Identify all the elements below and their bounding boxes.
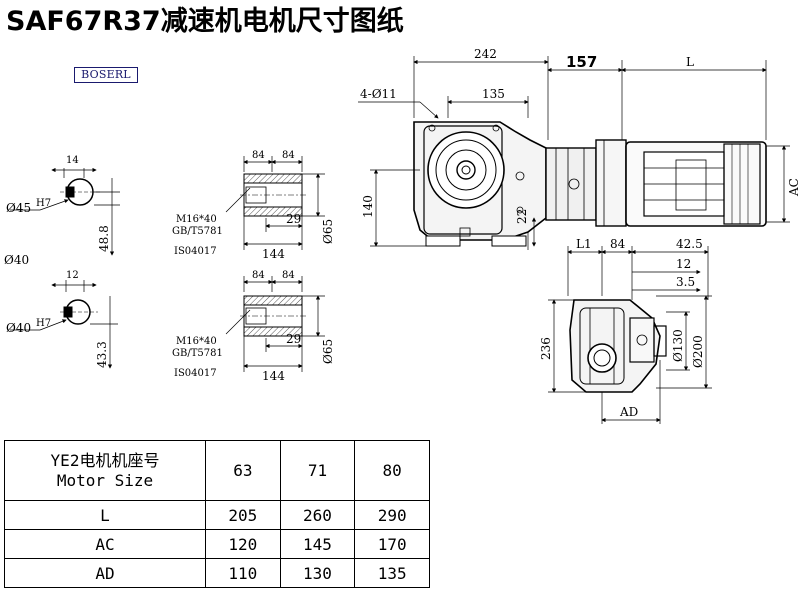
motor-size-table: YE2电机机座号 Motor Size 63 71 80 L 205 260 2… <box>4 440 430 588</box>
shaft3-width-label: 12 <box>66 270 79 281</box>
table-cell: 130 <box>279 558 356 588</box>
hub2-dia: Ø65 <box>321 339 335 364</box>
shaft1-depth-label: 48.8 <box>97 225 111 252</box>
end-d200: Ø200 <box>691 335 705 368</box>
brand-logo: BOSERL <box>74 67 138 83</box>
row-label-l: L <box>4 500 206 530</box>
main-dist: 135 <box>482 87 505 101</box>
shaft2-label: Ø40 <box>4 253 29 267</box>
hub1-d1: 84 <box>252 150 265 161</box>
technical-drawing: 14 Ø45 H7 48.8 Ø40 12 Ø40 H7 43.3 <box>4 47 800 424</box>
table-cell: 145 <box>279 529 356 559</box>
table-header-label: YE2电机机座号 Motor Size <box>4 440 206 501</box>
shaft3-dia-label: Ø40 <box>6 321 31 335</box>
table-cell: 205 <box>205 500 281 530</box>
shaft-section-2 <box>10 280 118 369</box>
hub1-thread: M16*40 <box>176 214 217 225</box>
shaft3-tol-label: H7 <box>36 318 51 329</box>
table-cell: 120 <box>205 529 281 559</box>
main-offset: 22 <box>515 209 529 224</box>
table-row: L 205 260 290 <box>4 500 430 530</box>
hub2-d1: 84 <box>252 270 265 281</box>
main-height: 140 <box>361 195 375 218</box>
table-row: AC 120 145 170 <box>4 529 430 559</box>
row-label-ad: AD <box>4 558 206 588</box>
end-view <box>548 246 712 424</box>
header-size-63: 63 <box>205 440 281 501</box>
hub2-d2: 84 <box>282 270 295 281</box>
main-width-total: 242 <box>474 47 497 61</box>
end-l1: L1 <box>576 237 592 251</box>
end-d12: 12 <box>676 257 691 271</box>
main-assembly-view <box>358 56 790 250</box>
end-d42: 42.5 <box>676 237 703 251</box>
hub-section-1 <box>225 156 325 250</box>
main-ac: AC <box>787 178 800 197</box>
table-cell: 110 <box>205 558 281 588</box>
table-cell: 170 <box>354 529 430 559</box>
hub1-std1: GB/T5781 <box>172 226 223 237</box>
end-d130: Ø130 <box>671 329 685 362</box>
end-ad: AD <box>619 405 638 419</box>
page-title: SAF67R37减速机电机尺寸图纸 <box>6 6 404 37</box>
hub2-len1: 29 <box>286 332 301 346</box>
hub2-thread: M16*40 <box>176 336 217 347</box>
header-size-71: 71 <box>279 440 356 501</box>
table-cell: 135 <box>354 558 430 588</box>
main-motor-length: L <box>686 55 694 69</box>
shaft1-width-label: 14 <box>66 155 79 166</box>
end-d35: 3.5 <box>676 275 695 289</box>
hub1-std2: IS04017 <box>174 246 217 257</box>
shaft1-tol-label: H7 <box>36 198 51 209</box>
main-holes: 4-Ø11 <box>360 87 397 101</box>
hub1-d2: 84 <box>282 150 295 161</box>
table-row: AD 110 130 135 <box>4 558 430 588</box>
main-gap: 157 <box>566 53 597 71</box>
end-d84: 84 <box>610 237 626 251</box>
shaft-section-1 <box>10 167 120 256</box>
hub2-std2: IS04017 <box>174 368 217 379</box>
hub1-len1: 29 <box>286 212 301 226</box>
shaft1-dia-label: Ø45 <box>6 201 31 215</box>
header-label-en: Motor Size <box>56 470 154 490</box>
row-label-ac: AC <box>4 529 206 559</box>
hub1-dia: Ø65 <box>321 219 335 244</box>
header-size-80: 80 <box>354 440 430 501</box>
end-height: 236 <box>539 337 553 360</box>
shaft3-depth-label: 43.3 <box>95 341 109 368</box>
hub2-len2: 144 <box>262 369 285 383</box>
hub-section-2 <box>225 276 325 372</box>
table-cell: 290 <box>354 500 430 530</box>
hub1-len2: 144 <box>262 247 285 261</box>
hub2-std1: GB/T5781 <box>172 348 223 359</box>
header-label-cn: YE2电机机座号 <box>50 450 160 470</box>
table-cell: 260 <box>279 500 356 530</box>
table-header-row: YE2电机机座号 Motor Size 63 71 80 <box>4 440 430 501</box>
